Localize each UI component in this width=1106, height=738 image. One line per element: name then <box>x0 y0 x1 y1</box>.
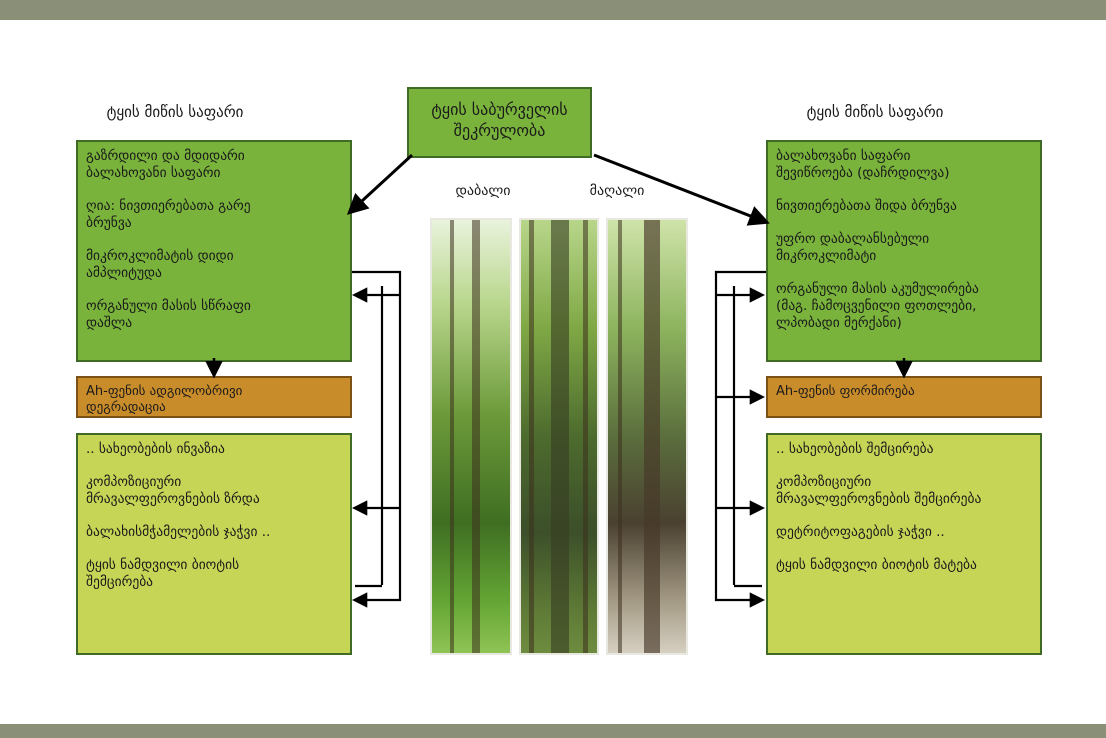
label-low: დაბალი <box>455 183 511 199</box>
right-heading: ტყის მიწის საფარი <box>806 103 944 121</box>
right-green-box: ბალახოვანი საფარი შევიწროება (დაჩრდილვა)… <box>766 140 1042 362</box>
top-frame-bar <box>0 0 1106 20</box>
left-green-item: ორგანული მასის სწრაფი დაშლა <box>86 298 251 331</box>
right-light-item: ტყის ნამდვილი ბიოტის მატება <box>776 557 977 573</box>
right-green-item: ნივთიერებათა შიდა ბრუნვა <box>776 198 957 214</box>
forest-photo-closed-canopy <box>606 218 688 655</box>
right-green-item: ბალახოვანი საფარი შევიწროება (დაჩრდილვა) <box>776 148 950 181</box>
left-light-item: ტყის ნამდვილი ბიოტის შემცირება <box>86 557 240 590</box>
bottom-frame-bar <box>0 724 1106 738</box>
right-ah-layer-box: Ah-ფენის ფორმირება <box>766 376 1042 418</box>
right-light-item: დეტრიტოფაგების ჯაჭვი .. <box>776 524 945 540</box>
left-light-item: კომპოზიციური მრავალფეროვნების ზრდა <box>86 474 260 507</box>
right-light-item: .. სახეობების შემცირება <box>776 441 934 457</box>
right-green-item: უფრო დაბალანსებული მიკროკლიმატი <box>776 231 930 264</box>
left-light-item: ბალახისმჭამელების ჯაჭვი .. <box>86 524 271 540</box>
arrow-top-left <box>346 153 414 215</box>
left-green-item: მიკროკლიმატის დიდი ამპლიტუდა <box>86 248 234 281</box>
left-ah-layer-box: Ah-ფენის ადგილობრივი დეგრადაცია <box>76 376 352 418</box>
left-feedback-bracket <box>351 270 402 608</box>
left-light-item: .. სახეობების ინვაზია <box>86 441 225 457</box>
right-green-item: ორგანული მასის აკუმულირება (მაგ. ჩამოცვე… <box>776 281 979 331</box>
canopy-closure-box: ტყის საბურველის შეკრულობა <box>407 87 592 158</box>
forest-photo-open-canopy <box>430 218 512 655</box>
left-heading: ტყის მიწის საფარი <box>106 103 244 121</box>
left-green-item: ღია: ნივთიერებათა გარე ბრუნვა <box>86 198 251 231</box>
forest-photo-middle <box>519 218 599 655</box>
label-high: მაღალი <box>589 183 645 199</box>
right-light-item: კომპოზიციური მრავალფეროვნების შემცირება <box>776 474 982 507</box>
right-light-box: .. სახეობების შემცირება კომპოზიციური მრა… <box>766 433 1042 655</box>
left-green-item: გაზრდილი და მდიდარი ბალახოვანი საფარი <box>86 148 245 181</box>
left-green-box: გაზრდილი და მდიდარი ბალახოვანი საფარი ღი… <box>76 140 352 362</box>
left-light-box: .. სახეობების ინვაზია კომპოზიციური მრავა… <box>76 433 352 655</box>
right-feedback-bracket <box>714 270 766 608</box>
